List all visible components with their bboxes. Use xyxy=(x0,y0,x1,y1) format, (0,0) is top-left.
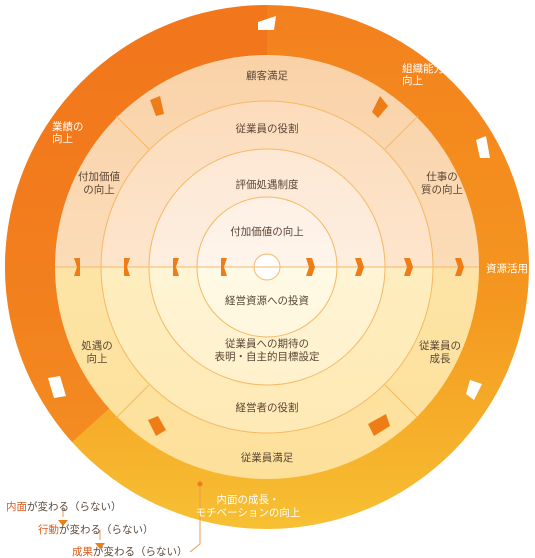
legend-item-result: 成果が変わる（らない） xyxy=(72,545,188,558)
text-line: 向上 xyxy=(402,74,423,87)
arrow-icon xyxy=(48,376,66,398)
arrow-icon xyxy=(173,258,179,276)
text-line: モチベーションの向上 xyxy=(196,506,301,519)
text-line: 業績の xyxy=(52,120,84,133)
arrow-icon xyxy=(372,96,388,118)
text-line: 向上 xyxy=(52,132,73,145)
arrow-icon xyxy=(124,258,130,276)
divider-bottom-right xyxy=(384,384,419,419)
text-line: 付加価値 xyxy=(78,170,120,183)
outer-ring-left-segment xyxy=(4,4,268,442)
ring5-bottom-label: 経営資源への投資 xyxy=(225,294,309,307)
arrow-icon xyxy=(368,414,390,436)
legend-item-inner: 内面が変わる（らない） xyxy=(6,500,122,513)
text-line: 処遇の xyxy=(81,339,113,352)
outer-right-label: 資源活用 xyxy=(486,262,528,275)
outer-top-right-label: 組織能力向上 xyxy=(402,62,444,87)
text-line: 資源活用 xyxy=(486,262,528,275)
arrow-icon xyxy=(466,380,482,400)
outer-left-label: 業績の向上 xyxy=(52,120,84,145)
ring2-left-bottom-label: 処遇の向上 xyxy=(81,339,113,365)
ring2-right-top-label: 仕事の質の向上 xyxy=(421,170,463,196)
legend-triangle-icon xyxy=(58,520,68,526)
text-line: の向上 xyxy=(83,183,115,196)
text-line: 質の向上 xyxy=(421,183,463,196)
arrow-icon xyxy=(404,258,413,276)
legend-dot-icon xyxy=(197,481,203,487)
text-line: 表明・自主的目標設定 xyxy=(215,350,320,363)
ring5-top-label: 付加価値の向上 xyxy=(230,225,304,238)
divider-top-left xyxy=(115,115,150,150)
text-line: 従業員の xyxy=(419,339,461,352)
text-line: 内面の成長・ xyxy=(217,493,280,506)
ring2-bottom-label: 従業員満足 xyxy=(241,451,294,464)
arrow-icon xyxy=(476,136,490,158)
legend-item-action: 行動が変わる（らない） xyxy=(38,523,154,536)
text-line: 仕事の xyxy=(426,170,458,183)
text-line: 向上 xyxy=(87,352,108,365)
ring4-bottom-label: 従業員への期待の表明・自主的目標設定 xyxy=(215,337,320,363)
legend: 内面が変わる（らない） 行動が変わる（らない） 成果が変わる（らない） xyxy=(6,500,188,558)
arrow-icon xyxy=(455,258,464,276)
text-line: 組織能力 xyxy=(402,62,444,75)
text-line: 成長 xyxy=(430,353,451,365)
legend-connector xyxy=(189,486,201,553)
arrow-icon xyxy=(306,258,315,276)
legend-triangle-icon xyxy=(95,543,105,549)
arrow-icon xyxy=(221,258,227,276)
text-line: 従業員への期待の xyxy=(225,337,309,350)
arrow-icon xyxy=(74,258,80,276)
arrow-icon xyxy=(148,416,166,436)
arrow-icon xyxy=(258,16,276,30)
divider-top-right xyxy=(384,115,419,150)
arrow-icon xyxy=(150,96,164,116)
ring2-right-bottom-label: 従業員の成長 xyxy=(419,339,461,365)
ring2-top-label: 顧客満足 xyxy=(246,69,288,82)
divider-bottom-left xyxy=(115,384,150,419)
ring3-bottom-label: 経営者の役割 xyxy=(236,401,299,414)
ring3-top-label: 従業員の役割 xyxy=(236,122,299,135)
ring4-top-label: 評価処遇制度 xyxy=(236,178,299,191)
ring2-left-top-label: 付加価値の向上 xyxy=(78,170,120,196)
arrow-icon xyxy=(355,258,364,276)
outer-bottom-label: 内面の成長・モチベーションの向上 xyxy=(196,493,301,519)
